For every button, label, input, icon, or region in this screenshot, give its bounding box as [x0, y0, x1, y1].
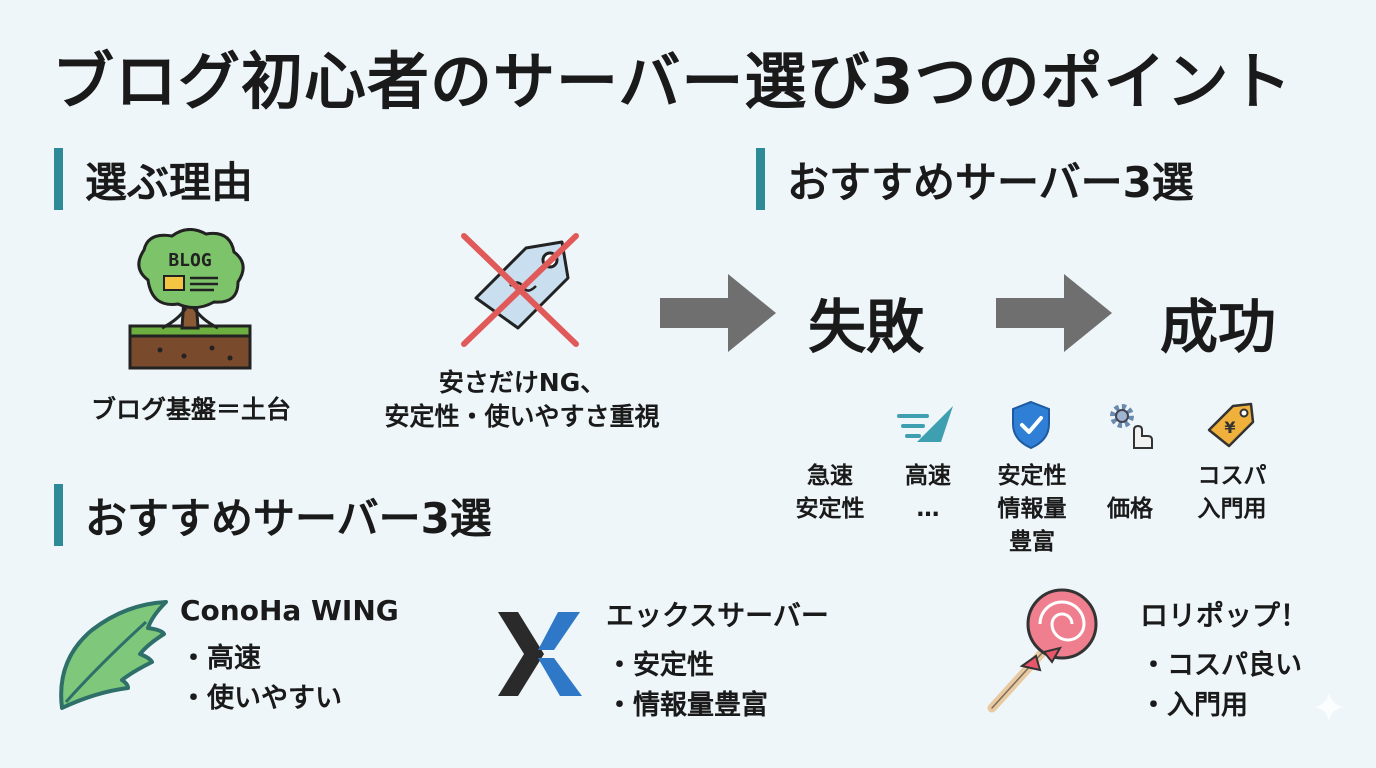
x-logo-icon: [494, 606, 586, 702]
blog-tree-icon: BLOG: [126, 228, 254, 374]
flow-fail-label: 失敗: [808, 293, 925, 361]
price-caption-line2: 安定性・使いやすさ重視: [384, 402, 660, 431]
server-point: 高速: [180, 639, 399, 679]
section-heading-recommend-right: おすすめサーバー3選: [756, 148, 1194, 210]
lollipop-icon: [982, 586, 1102, 714]
foundation-caption: ブログ基盤＝土台: [90, 395, 291, 424]
server-card-xserver: エックスサーバー 安定性 情報量豊富: [606, 594, 829, 726]
sparkle-icon: [1314, 692, 1344, 722]
feature-item: 安定性 情報量 豊富: [997, 463, 1067, 555]
yen-tag-icon: ¥: [1205, 400, 1257, 452]
section-title: おすすめサーバー3選: [787, 157, 1194, 207]
shield-check-icon: [1009, 400, 1053, 450]
section-accent-bar: [54, 484, 63, 546]
blog-label: BLOG: [168, 250, 211, 271]
section-heading-reason: 選ぶ理由: [54, 148, 253, 210]
server-card-lolipop: ロリポップ！ コスパ良い 入門用: [1140, 594, 1308, 726]
server-point: 安定性: [606, 646, 829, 686]
price-caption-line1: 安さだけNG、: [438, 368, 606, 397]
gear-hand-icon: [1104, 400, 1156, 452]
server-point: コスパ良い: [1140, 646, 1308, 686]
speed-icon: [897, 402, 957, 446]
section-title: 選ぶ理由: [85, 157, 254, 207]
price-caption: 安さだけNG、 安定性・使いやすさ重視: [352, 366, 692, 434]
flow-success-label: 成功: [1160, 293, 1277, 361]
feature-item: 急速 安定性: [795, 463, 865, 522]
section-heading-recommend-bottom: おすすめサーバー3選: [54, 484, 492, 546]
server-point: 使いやすい: [180, 679, 399, 719]
server-point: 情報量豊富: [606, 686, 829, 726]
arrow-right-icon: [656, 272, 780, 354]
server-card-conoha: ConoHa WING 高速 使いやすい: [180, 594, 399, 719]
server-name: ConoHa WING: [180, 594, 399, 627]
server-point: 入門用: [1140, 686, 1308, 726]
feature-item: 高速 …: [905, 463, 951, 522]
no-cheap-price-tag-icon: [456, 228, 584, 352]
section-accent-bar: [54, 148, 63, 210]
svg-text:¥: ¥: [1224, 418, 1235, 437]
feature-item: コスパ 入門用: [1197, 463, 1267, 522]
feature-item: 価格: [1107, 496, 1153, 522]
server-name: ロリポップ！: [1140, 599, 1309, 632]
page-title: ブログ初心者のサーバー選び3つのポイント: [52, 45, 1293, 118]
section-accent-bar: [756, 148, 765, 210]
server-name: エックスサーバー: [606, 599, 829, 632]
section-title: おすすめサーバー3選: [85, 493, 492, 543]
arrow-right-icon: [992, 272, 1116, 354]
wing-icon: [52, 600, 172, 714]
